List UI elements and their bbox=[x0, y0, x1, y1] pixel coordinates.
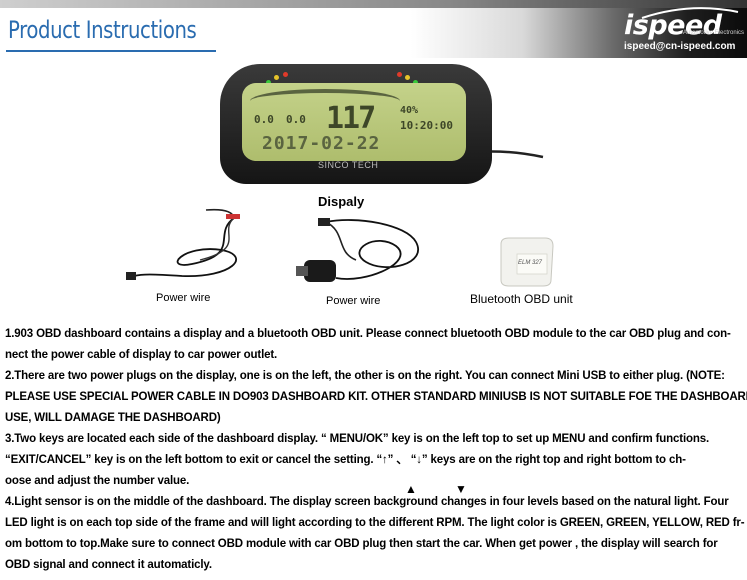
instruction-2-line-3: USE, WILL DAMAGE THE DASHBOARD) bbox=[5, 412, 221, 424]
header-top-bar bbox=[0, 0, 747, 8]
contact-email: ispeed@cn-ispeed.com bbox=[624, 41, 736, 52]
instruction-1-line-2: nect the power cable of display to car p… bbox=[5, 349, 278, 361]
brand-logo-subtitle: Automotive Electronics bbox=[683, 30, 745, 36]
arrow-up-icon: ▲ bbox=[405, 482, 417, 496]
instruction-2-line-2: PLEASE USE SPECIAL POWER CABLE IN DO903 … bbox=[5, 391, 747, 403]
instruction-3-line-3: oose and adjust the number value. bbox=[5, 475, 190, 487]
arrow-down-icon: ▼ bbox=[455, 482, 467, 496]
instruction-3: 3.Two keys are located each side of the … bbox=[5, 429, 742, 492]
lcd-right-percent: 40% bbox=[400, 105, 419, 116]
instruction-3-line-2: “EXIT/CANCEL” key is on the left bottom … bbox=[5, 454, 686, 466]
lcd-left-value: 0.0 bbox=[254, 113, 274, 126]
led-green-right-2 bbox=[413, 80, 418, 85]
logo-swoosh-icon bbox=[641, 7, 739, 19]
lcd-left-value-2: 0.0 bbox=[286, 113, 306, 126]
instruction-4-line-4: OBD signal and connect it automaticly. bbox=[5, 559, 212, 571]
power-wire-image-1 bbox=[126, 208, 240, 280]
lcd-main-value: 117 bbox=[326, 101, 376, 136]
instruction-2: 2.There are two power plugs on the displ… bbox=[5, 366, 747, 429]
instruction-1-line-1: 1.903 OBD dashboard contains a display a… bbox=[5, 328, 731, 340]
led-red-left bbox=[283, 72, 288, 77]
power-wire-caption-2: Power wire bbox=[326, 295, 381, 307]
power-wire-image-2 bbox=[296, 218, 419, 282]
led-green-left-2 bbox=[266, 80, 271, 85]
instruction-4-line-1: 4.Light sensor is on the middle of the d… bbox=[5, 496, 729, 508]
instruction-3-line-1: 3.Two keys are located each side of the … bbox=[5, 433, 710, 445]
header-banner: Product Instructions ispeed Automotive E… bbox=[0, 0, 747, 58]
display-caption: Dispaly bbox=[318, 194, 365, 209]
lcd-time: 10:20:00 bbox=[400, 119, 453, 132]
led-red-right bbox=[397, 72, 402, 77]
led-yellow-right bbox=[405, 75, 410, 80]
rpm-arc bbox=[250, 89, 400, 113]
instruction-1: 1.903 OBD dashboard contains a display a… bbox=[5, 324, 742, 366]
instruction-4-line-3: om bottom to top.Make sure to connect OB… bbox=[5, 538, 718, 550]
page-title: Product Instructions bbox=[8, 16, 197, 44]
obd-unit-caption: Bluetooth OBD unit bbox=[470, 292, 573, 306]
obd-unit-label: ELM 327 bbox=[518, 260, 543, 266]
title-underline bbox=[6, 50, 216, 52]
obd-unit-image bbox=[500, 237, 554, 287]
dashboard-lcd-screen: 0.0 0.0 117 40% 10:20:00 2017-02-22 bbox=[242, 83, 466, 161]
instruction-2-line-1: 2.There are two power plugs on the displ… bbox=[5, 370, 725, 382]
instruction-4-line-2: LED light is on each top side of the fra… bbox=[5, 517, 745, 529]
dashboard-brand: SINCO TECH bbox=[318, 160, 379, 170]
brand-logo: ispeed bbox=[624, 10, 722, 41]
power-wire-caption-1: Power wire bbox=[156, 292, 211, 304]
instruction-4: 4.Light sensor is on the middle of the d… bbox=[5, 492, 745, 576]
lcd-date: 2017-02-22 bbox=[262, 133, 381, 154]
led-yellow-left bbox=[274, 75, 279, 80]
